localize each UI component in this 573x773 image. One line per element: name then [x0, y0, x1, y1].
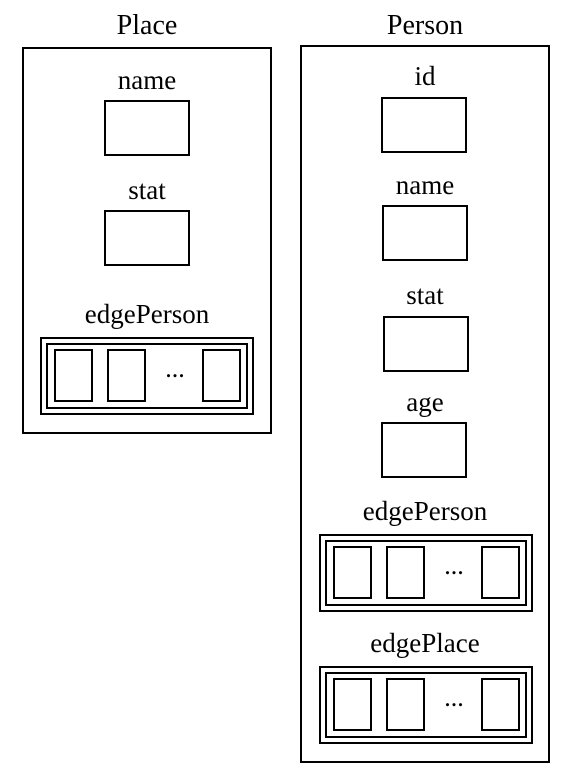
person-field-id-box — [381, 97, 467, 153]
place-field-name-box — [104, 100, 190, 156]
person-array-edgeperson-cell-2 — [386, 546, 425, 599]
person-array-edgeplace-label: edgePlace — [370, 628, 480, 658]
place-field-stat-box — [104, 210, 190, 266]
person-field-age-box — [381, 422, 467, 478]
person-array-edgeplace-cell-2 — [386, 678, 425, 731]
place-array-cell-2 — [107, 349, 146, 402]
person-array-edgeplace-cell-last — [481, 678, 520, 731]
place-title: Place — [116, 10, 178, 41]
person-field-age-label: age — [406, 387, 444, 417]
person-title: Person — [386, 10, 464, 41]
place-field-stat-label: stat — [128, 175, 166, 205]
place-array-cell-1 — [54, 349, 93, 402]
place-array-ellipsis: ... — [165, 354, 185, 383]
person-array-edgeperson-ellipsis: ... — [444, 551, 464, 580]
place-array-edgeperson-label: edgePerson — [84, 299, 210, 329]
place-array-cell-last — [202, 349, 241, 402]
person-field-name-box — [382, 205, 468, 261]
person-array-edgeperson-cell-last — [481, 546, 520, 599]
person-array-edgeplace-cell-1 — [333, 678, 372, 731]
person-field-name-label: name — [395, 170, 455, 200]
person-array-edgeperson-cell-1 — [333, 546, 372, 599]
person-array-edgeperson-label: edgePerson — [362, 496, 488, 526]
person-field-stat-label: stat — [406, 280, 444, 310]
place-field-name-label: name — [117, 65, 177, 95]
person-box — [300, 45, 550, 763]
person-field-stat-box — [383, 316, 469, 372]
person-field-id-label: id — [414, 61, 436, 91]
person-array-edgeplace-ellipsis: ... — [444, 683, 464, 712]
